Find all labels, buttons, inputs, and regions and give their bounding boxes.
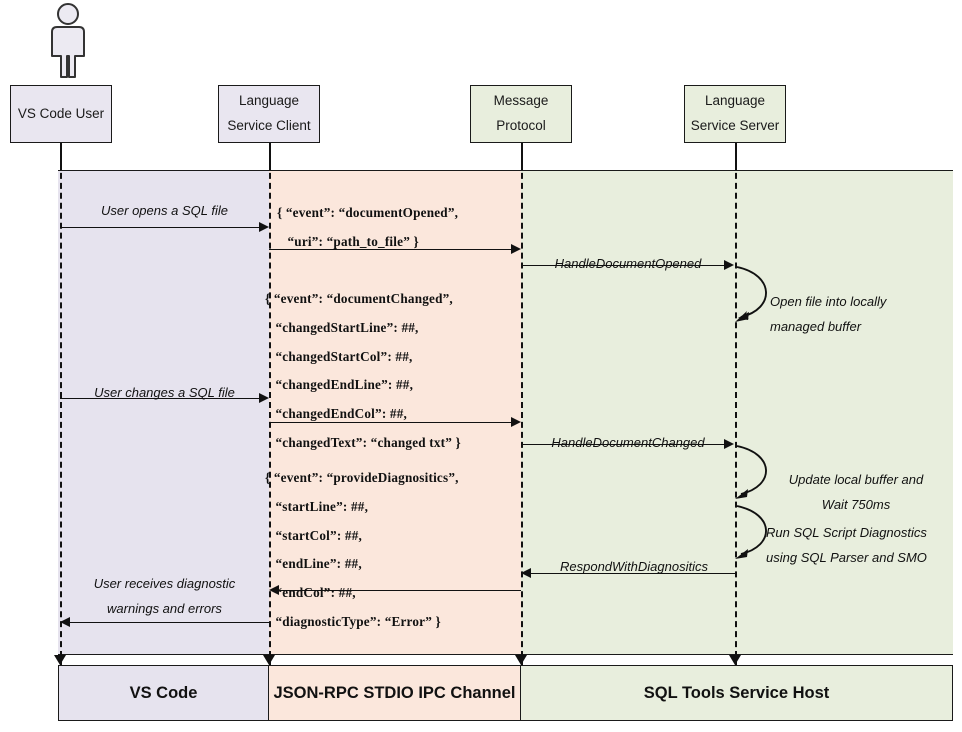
band-host [521, 170, 953, 655]
message-label-line2: warnings and errors [107, 600, 222, 616]
lifeline-stub-language-service-server [735, 143, 737, 170]
message-arrow-document-changed-to-protocol [269, 422, 512, 423]
message-arrow-respond-with-diagnostics [531, 573, 735, 574]
self-loop-label-line1: Open file into locally [770, 294, 887, 309]
self-loop-label-line2: Wait 750ms [821, 496, 891, 512]
participant-label-line2: Service Client [227, 118, 311, 133]
vs-code-user-actor-icon [38, 2, 98, 85]
self-loop-open-file [735, 266, 767, 322]
footer-label: SQL Tools Service Host [643, 683, 830, 702]
arrowhead-down-vs-code-user [54, 655, 66, 665]
participant-vs-code-user[interactable]: VS Code User [10, 85, 112, 143]
participant-label-line1: Message [493, 93, 549, 109]
arrowhead-right-user-changes-sql-file [259, 393, 269, 403]
footer-ipc-channel: JSON-RPC STDIO IPC Channel [269, 665, 521, 721]
participant-label-line1: Language [704, 93, 766, 109]
band-vs-code [58, 170, 269, 655]
self-loop-label-open-file: Open file into locally managed buffer [770, 290, 886, 339]
participant-language-service-server[interactable]: Language Service Server [684, 85, 786, 143]
arrowhead-left-diagnostics-to-client [269, 585, 279, 595]
message-arrow-user-receives-diagnostics [70, 622, 269, 623]
payload-document-opened: { “event”: “documentOpened”, “uri”: “pat… [277, 205, 459, 249]
self-loop-label-line2: using SQL Parser and SMO [766, 549, 927, 565]
self-loop-run-diagnostics [735, 505, 767, 559]
self-loop-label-run-diagnostics: Run SQL Script Diagnostics using SQL Par… [766, 521, 927, 570]
message-label-user-opens-sql-file: User opens a SQL file [101, 203, 228, 218]
lifeline-vs-code-user [60, 143, 62, 667]
arrowhead-right-document-opened-to-protocol [511, 244, 521, 254]
payload-document-changed: { “event”: “documentChanged”, “changedSt… [265, 291, 461, 450]
arrowhead-down-language-service-client [263, 655, 275, 665]
message-arrow-user-opens-sql-file [60, 227, 260, 228]
footer-label: JSON-RPC STDIO IPC Channel [273, 683, 516, 702]
self-loop-label-line1: Run SQL Script Diagnostics [766, 525, 927, 540]
message-label-handle-document-opened: HandleDocumentOpened [554, 256, 702, 271]
arrowhead-down-language-service-server [729, 655, 741, 665]
arrowhead-right-document-changed-to-protocol [511, 417, 521, 427]
lifeline-stub-language-service-client [269, 143, 271, 170]
lifeline-message-protocol [521, 143, 523, 667]
participant-label-line1: Language [238, 93, 300, 109]
lifeline-language-service-server [735, 143, 737, 667]
message-label-respond-with-diagnostics: RespondWithDiagnositics [559, 559, 708, 574]
self-loop-label-line2: managed buffer [770, 318, 862, 334]
message-arrow-user-changes-sql-file [60, 398, 260, 399]
message-arrow-diagnostics-to-client [279, 590, 521, 591]
payload-provide-diagnostics: { “event”: “provideDiagnositics”, “start… [265, 470, 459, 629]
participant-label-line2: Service Server [690, 118, 780, 133]
arrowhead-right-user-opens-sql-file [259, 222, 269, 232]
arrowhead-left-respond-with-diagnostics [521, 568, 531, 578]
message-label-user-receives-diagnostics: User receives diagnostic warnings and er… [60, 572, 269, 621]
message-arrow-document-opened-to-protocol [269, 249, 512, 250]
footer-vs-code: VS Code [58, 665, 269, 721]
lifeline-stub-message-protocol [521, 143, 523, 170]
lifeline-language-service-client [269, 143, 271, 667]
arrowhead-right-handle-document-changed [724, 439, 734, 449]
arrowhead-right-handle-document-opened [724, 260, 734, 270]
participant-language-service-client[interactable]: Language Service Client [218, 85, 320, 143]
lifeline-stub-vs-code-user [60, 143, 62, 170]
footer-sql-tools-service-host: SQL Tools Service Host [521, 665, 953, 721]
self-loop-label-update-buffer: Update local buffer and Wait 750ms [770, 468, 942, 517]
self-loop-label-line1: Update local buffer and [788, 472, 924, 487]
message-arrow-handle-document-opened [521, 265, 725, 266]
message-label-handle-document-changed: HandleDocumentChanged [551, 435, 705, 450]
band-ipc [269, 170, 521, 655]
participant-message-protocol[interactable]: Message Protocol [470, 85, 572, 143]
footer-label: VS Code [129, 683, 198, 702]
message-label-line1: User receives diagnostic [93, 576, 236, 591]
participant-label-line1: VS Code User [17, 105, 105, 121]
self-loop-update-buffer [735, 445, 767, 499]
message-label-user-changes-sql-file: User changes a SQL file [94, 385, 235, 400]
participant-label-line2: Protocol [496, 118, 546, 133]
arrowhead-left-user-receives-diagnostics [60, 617, 70, 627]
message-arrow-handle-document-changed [521, 444, 725, 445]
arrowhead-down-message-protocol [515, 655, 527, 665]
